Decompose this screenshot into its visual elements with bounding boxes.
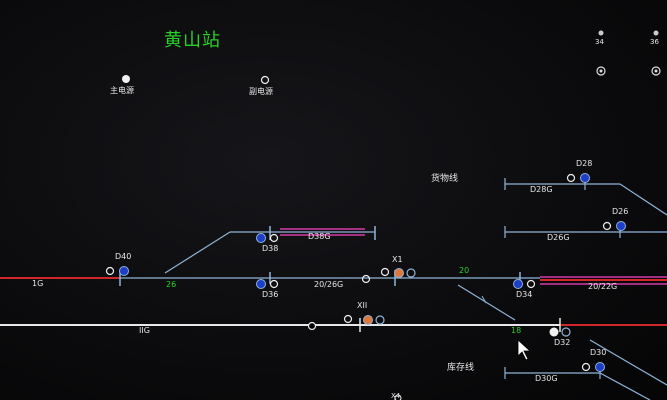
track-iig-label: IIG — [139, 326, 150, 335]
indicator-34-top — [598, 30, 604, 36]
indicator-36-top — [653, 30, 659, 36]
signal-d34-blue — [513, 279, 523, 289]
signal-d32-label: D32 — [554, 338, 571, 347]
section-20-26g-label: 20/26G — [314, 280, 344, 289]
signal-d28g-label: D28G — [530, 185, 553, 194]
main-power-lamp — [122, 75, 130, 83]
signal-xii-orange — [363, 315, 373, 325]
signal-x4-lamp — [394, 394, 402, 400]
signal-x4-label: X4 — [391, 392, 401, 400]
main-power-label: 主电源 — [110, 86, 134, 95]
signal-d30-label: D30 — [590, 348, 607, 357]
backup-power-label: 副电源 — [249, 87, 273, 96]
signal-d28-label: D28 — [576, 159, 593, 168]
signal-d26-white — [602, 221, 612, 231]
signal-d28-blue — [580, 173, 590, 183]
crossover-diag — [457, 284, 516, 321]
signal-d38g-label: D38G — [308, 232, 331, 241]
signal-d26g-label: D26G — [547, 233, 570, 242]
signal-d40-label: D40 — [115, 252, 132, 261]
signal-d40-blue — [119, 266, 129, 276]
signal-d34-white — [526, 279, 536, 289]
siding-d38g-diag — [164, 231, 231, 274]
signal-d30g-label: D30G — [535, 374, 558, 383]
indicator-34 — [596, 66, 606, 76]
signal-d36-blue — [256, 279, 266, 289]
backup-power-lamp — [260, 75, 270, 85]
signal-d34-label: D34 — [516, 290, 533, 299]
freight-line-label: 货物线 — [431, 174, 459, 184]
signal-xii-label: XII — [357, 301, 368, 310]
signal-d28-white — [566, 173, 576, 183]
signal-d30-white — [581, 362, 591, 372]
track-1g-label: 1G — [32, 279, 44, 288]
crossover-tick — [481, 295, 487, 304]
signal-x1-white — [380, 267, 390, 277]
signal-x1-orange — [394, 268, 404, 278]
switch-20-label: 20 — [459, 266, 470, 275]
iig-lamp — [307, 321, 317, 331]
signal-d36-label: D36 — [262, 290, 279, 299]
signal-d38-white — [269, 233, 279, 243]
switch-18-label: 18 — [511, 326, 522, 335]
indicator-36 — [651, 66, 661, 76]
storage-line-label: 库存线 — [447, 363, 475, 373]
freight-diag — [619, 183, 667, 216]
signal-d40-white — [105, 266, 115, 276]
signal-20-26g-lamp — [361, 274, 371, 284]
section-20-22g-label: 20/22G — [588, 282, 618, 291]
signal-x1-blue — [406, 268, 416, 278]
station-name: 黄山站 — [164, 30, 221, 51]
signal-d26-label: D26 — [612, 207, 629, 216]
label-36: 36 — [650, 38, 659, 46]
signal-xii-blue — [375, 315, 385, 325]
signal-d36-white — [269, 279, 279, 289]
switch-26-label: 26 — [166, 280, 177, 289]
mouse-cursor — [517, 339, 532, 361]
signal-d38-blue — [256, 233, 266, 243]
storage-diag — [599, 372, 651, 400]
label-34: 34 — [595, 38, 604, 46]
signal-d38-label: D38 — [262, 244, 279, 253]
storage-diag2 — [589, 339, 667, 386]
signal-d32-blue — [561, 327, 571, 337]
signal-x1-label: X1 — [392, 255, 403, 264]
signal-d26-blue — [616, 221, 626, 231]
signal-d30-blue — [595, 362, 605, 372]
signal-d32-white — [549, 327, 559, 337]
signal-xii-white — [343, 314, 353, 324]
